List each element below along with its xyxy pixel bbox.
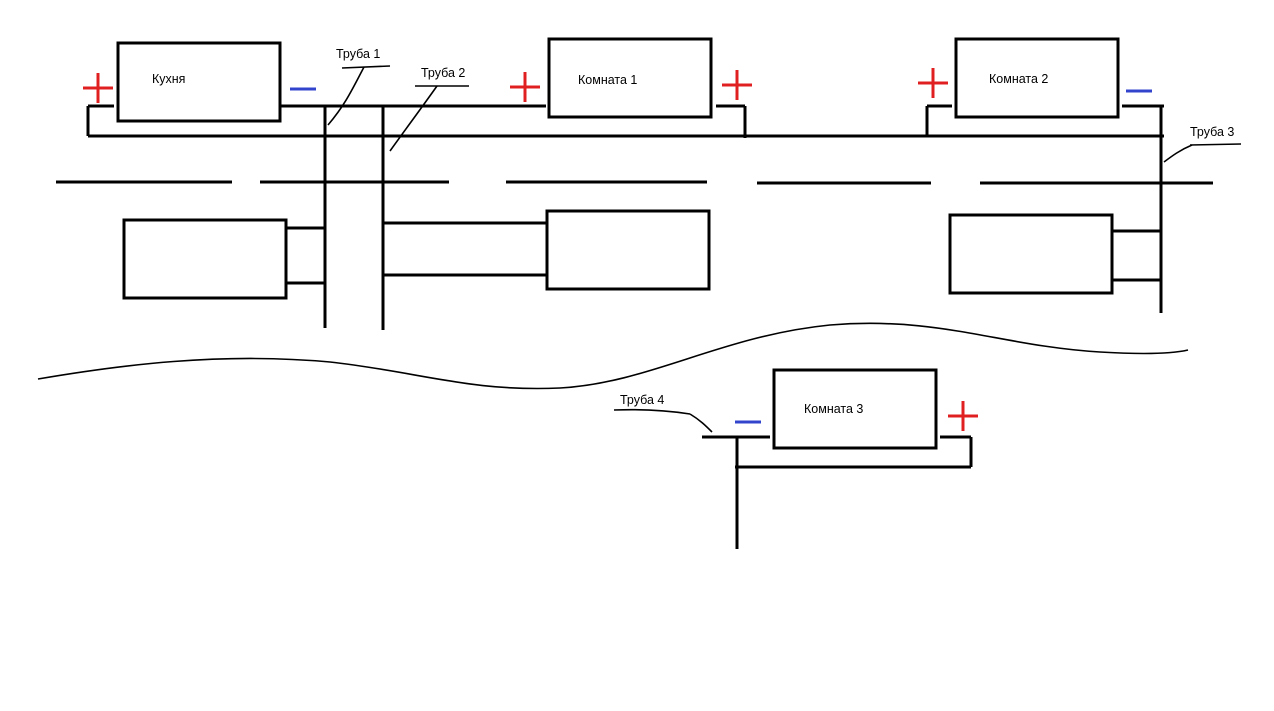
callout-pipe-3: Труба 3	[1163, 125, 1242, 163]
label-room-2: Комната 2	[989, 72, 1048, 86]
room-3-piping	[702, 435, 973, 549]
radiator-lower-middle	[545, 209, 711, 291]
label-room-1: Комната 1	[578, 73, 637, 87]
callout-pipe-1: Труба 1	[327, 47, 391, 126]
plus-icon	[83, 73, 113, 103]
plus-icon	[510, 72, 540, 102]
label-pipe-1: Труба 1	[336, 47, 380, 61]
radiator-room-1	[547, 37, 713, 119]
plus-icon	[722, 70, 752, 100]
label-kitchen: Кухня	[152, 72, 185, 86]
label-pipe-2: Труба 2	[421, 66, 465, 80]
radiator-lower-right	[948, 213, 1114, 295]
plus-icon	[948, 401, 978, 431]
label-pipe-3: Труба 3	[1190, 125, 1234, 139]
floor-slab-line	[56, 180, 1213, 185]
break-line	[37, 322, 1189, 390]
plus-icon	[918, 68, 948, 98]
label-room-3: Комната 3	[804, 402, 863, 416]
radiator-kitchen	[116, 41, 282, 123]
callout-pipe-2: Труба 2	[389, 66, 469, 152]
callout-pipe-4: Труба 4	[613, 393, 713, 433]
radiator-room-2	[954, 37, 1120, 119]
radiator-room-3	[772, 368, 938, 450]
label-pipe-4: Труба 4	[620, 393, 664, 407]
radiator-lower-left	[122, 218, 288, 300]
upper-return-line	[86, 106, 1164, 138]
